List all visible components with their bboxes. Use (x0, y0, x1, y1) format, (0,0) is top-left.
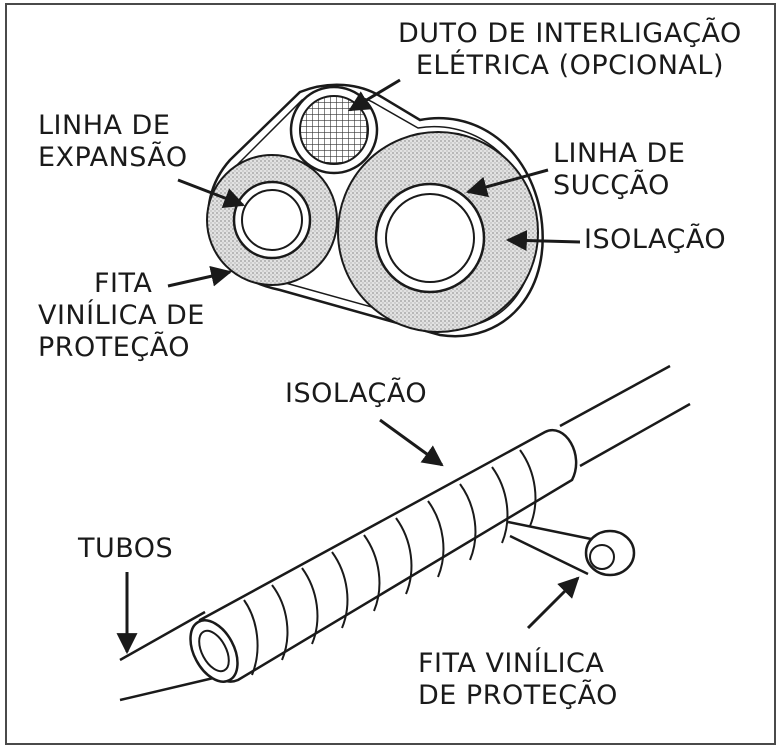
arrow-duct (348, 78, 401, 112)
tube-right-bottom-edge (579, 402, 691, 468)
diagram-frame (5, 3, 776, 745)
label-suction-line2: SUCÇÃO (553, 170, 670, 201)
tube-left-bottom-edge (119, 674, 223, 702)
label-tape-top-line2: VINÍLICA DE (38, 300, 205, 331)
arrow-tape-top (167, 265, 233, 288)
electrical-duct-mesh (299, 95, 369, 165)
arrow-tape-bottom (526, 576, 580, 630)
label-tape-bottom-line1: FITA VINÍLICA (418, 648, 605, 679)
label-tape-top: FITA VINÍLICA DE PROTEÇÃO (38, 268, 205, 364)
tape-wraps (243, 449, 537, 676)
label-electrical-duct-line1: DUTO DE INTERLIGAÇÃO (398, 18, 742, 49)
label-tape-top-line1: FITA (94, 268, 153, 299)
label-insulation-bottom: ISOLAÇÃO (285, 378, 427, 410)
label-tape-bottom: FITA VINÍLICA DE PROTEÇÃO (418, 648, 618, 712)
electrical-duct-branch (507, 520, 597, 576)
expansion-line-pipe-inner (241, 189, 303, 251)
label-tape-bottom-line2: DE PROTEÇÃO (418, 680, 618, 711)
bundle-cross-section (167, 78, 581, 338)
tube-right-top-edge (559, 364, 671, 428)
arrow-expansion (177, 178, 245, 209)
label-expansion-line1: LINHA DE (38, 110, 171, 141)
duct-end-inner (589, 544, 615, 570)
label-tubes: TUBOS (78, 533, 173, 565)
label-expansion-line: LINHA DE EXPANSÃO (38, 110, 188, 174)
label-insulation-bottom-text: ISOLAÇÃO (285, 378, 428, 409)
sleeve-left-end-inner (198, 629, 230, 673)
wrapped-pipes-view (116, 364, 691, 702)
label-suction-line: LINHA DE SUCÇÃO (553, 138, 685, 202)
insulation-sleeve (196, 428, 578, 683)
label-insulation-top: ISOLAÇÃO (584, 224, 726, 256)
arrow-insulation-bottom (379, 418, 444, 467)
arrow-insulation-top (505, 230, 581, 252)
label-electrical-duct: DUTO DE INTERLIGAÇÃO ELÉTRICA (OPCIONAL) (398, 18, 742, 82)
suction-line-pipe-inner (385, 193, 475, 283)
label-tubes-text: TUBOS (78, 533, 174, 564)
label-insulation-top-text: ISOLAÇÃO (584, 224, 727, 255)
label-suction-line1: LINHA DE (553, 138, 686, 169)
label-expansion-line2: EXPANSÃO (38, 142, 188, 173)
label-electrical-duct-line2: ELÉTRICA (OPCIONAL) (415, 50, 724, 81)
arrow-suction (465, 168, 549, 198)
label-tape-top-line3: PROTEÇÃO (38, 332, 190, 363)
